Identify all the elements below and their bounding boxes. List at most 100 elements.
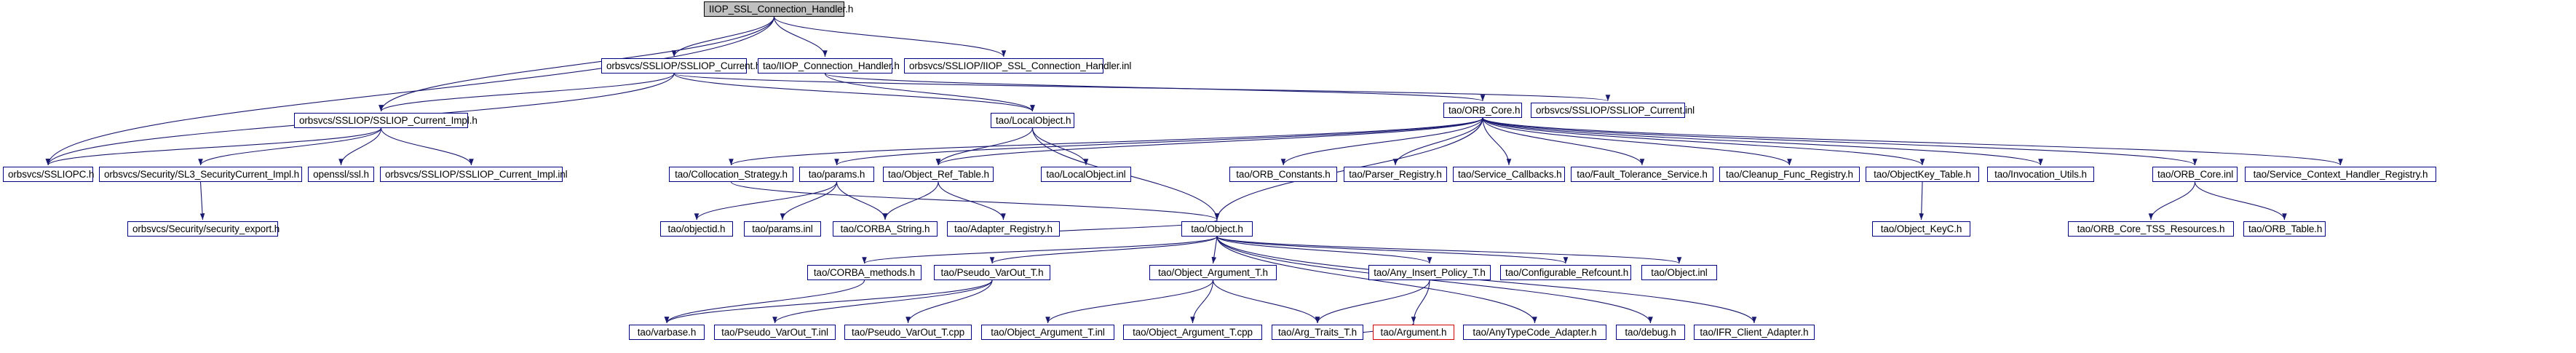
graph-edge [1919,181,1925,221]
graph-node[interactable]: tao/debug.h [1616,325,1685,340]
graph-edge [1212,279,1320,324]
graph-node[interactable]: tao/Object_Ref_Table.h [883,167,994,182]
graph-node[interactable]: tao/params.inl [744,221,821,237]
graph-edge [862,236,1218,264]
graph-edge [1411,279,1430,324]
graph-edge [2194,181,2287,221]
graph-edge [673,73,1610,102]
graph-node[interactable]: tao/Object_Argument_T.cpp [1123,325,1262,340]
graph-edge [824,73,1035,112]
graph-edge [729,117,1483,166]
graph-node[interactable]: orbsvcs/SSLIOP/SSLIOP_Current.inl [1531,103,1695,118]
graph-node[interactable]: tao/ORB_Table.h [2243,221,2326,237]
graph-edge [1216,236,1569,264]
graph-edge [1031,127,1089,166]
graph-edge [198,127,382,166]
graph-node[interactable]: orbsvcs/Security/security_export.h [127,221,280,237]
graph-edge [1482,117,2343,166]
graph-edge [1392,117,1483,166]
graph-node[interactable]: orbsvcs/SSLIOP/IIOP_SSL_Connection_Handl… [904,58,1131,74]
graph-node[interactable]: tao/CORBA_String.h [833,221,938,237]
graph-edge [338,127,382,166]
graph-edge [671,16,775,57]
graph-edge [1482,117,1792,166]
graph-edge [1315,279,1430,324]
graph-edge [1190,279,1214,324]
graph-edge [199,181,205,221]
graph-edge [380,127,474,166]
graph-node[interactable]: tao/Object.h [1181,221,1253,237]
graph-node[interactable]: tao/Arg_Traits_T.h [1272,325,1363,340]
graph-node[interactable]: tao/Configurable_Refcount.h [1500,265,1631,280]
graph-edge [1216,236,1432,264]
graph-node[interactable]: tao/Service_Callbacks.h [1453,167,1565,182]
graph-edge [664,279,993,324]
graph-edge [1211,236,1218,264]
graph-node[interactable]: tao/IFR_Client_Adapter.h [1694,325,1815,340]
graph-node[interactable]: orbsvcs/SSLIOP/SSLIOP_Current_Impl.inl [380,167,568,182]
graph-edge [824,73,1485,102]
graph-node[interactable]: tao/Any_Insert_Policy_T.h [1368,265,1491,280]
graph-node[interactable]: tao/Pseudo_VarOut_T.cpp [844,325,972,340]
graph-node[interactable]: tao/Fault_Tolerance_Service.h [1571,167,1713,182]
graph-node[interactable]: tao/objectid.h [660,221,733,237]
graph-node[interactable]: tao/CORBA_methods.h [807,265,922,280]
graph-edge [1482,117,1512,166]
graph-node[interactable]: tao/Cleanup_Func_Registry.h [1719,167,1860,182]
graph-node[interactable]: tao/Pseudo_VarOut_T.inl [714,325,836,340]
graph-node[interactable]: tao/Object_KeyC.h [1872,221,1970,237]
graph-edge [45,16,775,166]
graph-edge [935,127,1034,166]
graph-node[interactable]: tao/ObjectKey_Table.h [1866,167,1979,182]
graph-node[interactable]: tao/varbase.h [629,325,705,340]
graph-edge [1216,236,1681,264]
graph-edge [834,117,1483,166]
graph-edge [1482,117,1925,166]
graph-node[interactable]: tao/Object_Argument_T.h [1149,265,1277,280]
graph-edge [905,279,993,324]
graph-edge [379,73,675,112]
graph-node[interactable]: tao/Parser_Registry.h [1344,167,1447,182]
graph-node[interactable]: tao/AnyTypeCode_Adapter.h [1463,325,1606,340]
graph-edge [45,127,382,166]
graph-edge [673,73,1035,112]
graph-edge [1482,117,1645,166]
graph-edge [882,181,939,221]
graph-edge [1482,117,2197,166]
graph-edge [1045,279,1214,324]
graph-node[interactable]: openssl/ssl.h [308,167,374,182]
graph-node: IIOP_SSL_Connection_Handler.h [704,1,853,17]
graph-node[interactable]: tao/ORB_Core.inl [2152,167,2238,182]
graph-node[interactable]: tao/LocalObject.h [991,113,1074,128]
graph-node[interactable]: tao/LocalObject.inl [1041,167,1131,182]
graph-node[interactable]: tao/IIOP_Connection_Handler.h [758,58,900,74]
graph-node[interactable]: tao/ORB_Core_TSS_Resources.h [2068,221,2234,237]
graph-node[interactable]: tao/params.h [799,167,874,182]
graph-edge [694,181,838,221]
graph-node[interactable]: orbsvcs/Security/SL3_SecurityCurrent_Imp… [99,167,302,182]
graph-node[interactable]: orbsvcs/SSLIOP/SSLIOP_Current.h [601,58,761,74]
graph-node[interactable]: tao/ORB_Core.h [1443,103,1522,118]
graph-edge [730,181,1220,221]
graph-edge [836,181,888,221]
graph-node[interactable]: tao/Collocation_Strategy.h [669,167,793,182]
graph-edge [664,279,865,324]
graph-edge [938,181,1006,221]
graph-edge [2148,181,2196,221]
graph-node[interactable]: tao/Pseudo_VarOut_T.h [934,265,1050,280]
graph-node[interactable]: orbsvcs/SSLIOPC.h [3,167,94,182]
graph-node[interactable]: tao/Service_Context_Handler_Registry.h [2245,167,2436,182]
graph-edge [1280,117,1483,166]
graph-node[interactable]: orbsvcs/SSLIOP/SSLIOP_Current_Impl.h [294,113,477,128]
graph-edge [773,16,1007,57]
graph-edge [780,181,838,221]
graph-edge [1482,117,2043,166]
graph-edge [989,236,1218,264]
graph-node[interactable]: tao/ORB_Constants.h [1229,167,1337,182]
graph-node[interactable]: tao/Argument.h [1373,325,1454,340]
graph-node[interactable]: tao/Adapter_Registry.h [947,221,1060,237]
graph-node[interactable]: tao/Invocation_Utils.h [1987,167,2094,182]
graph-node[interactable]: tao/Object_Argument_T.inl [981,325,1114,340]
graph-node[interactable]: tao/Object.inl [1641,265,1717,280]
